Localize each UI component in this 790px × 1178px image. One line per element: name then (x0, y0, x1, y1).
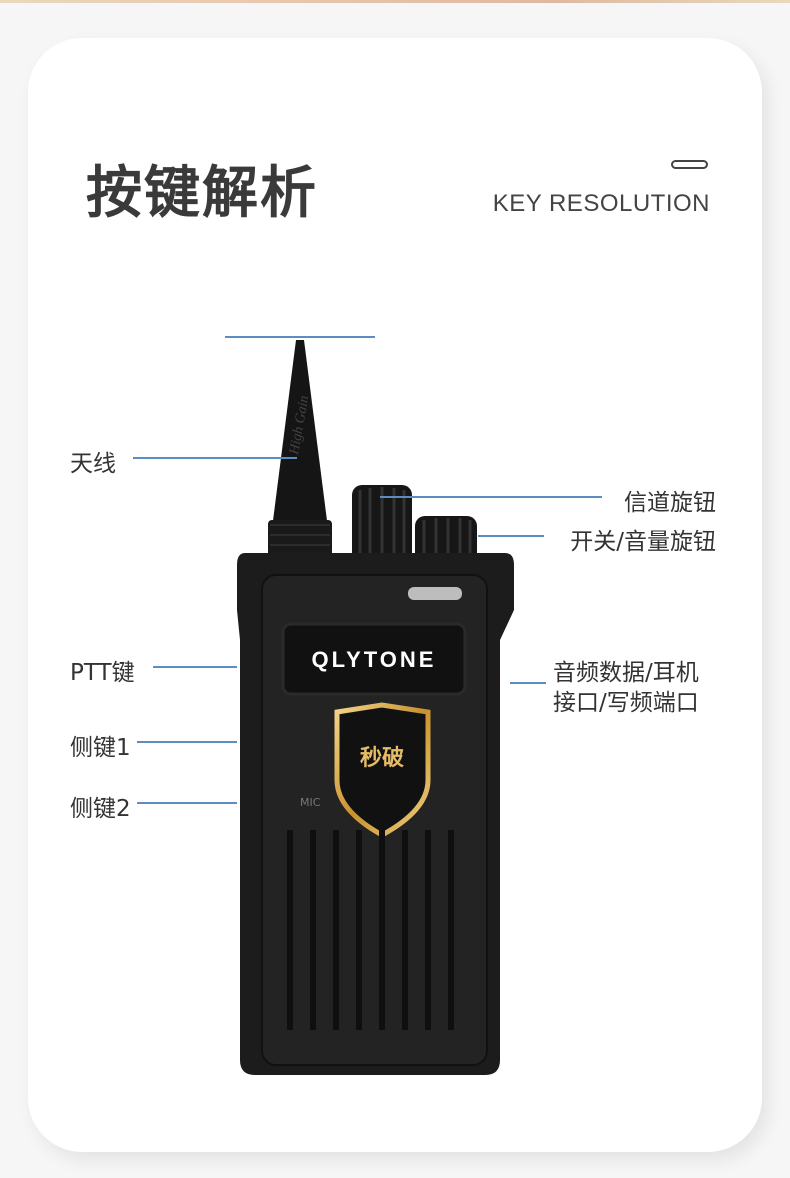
page-subtitle: KEY RESOLUTION (492, 190, 710, 217)
label-audio-port-1: 音频数据/耳机 (553, 660, 699, 686)
leader-line-channel (380, 496, 602, 498)
channel-knob (352, 485, 412, 565)
badge-text: 秒破 (360, 745, 404, 771)
label-channel-knob: 信道旋钮 (624, 490, 716, 516)
label-antenna: 天线 (70, 451, 116, 477)
leader-line-audio (510, 682, 546, 684)
top-divider-line (225, 336, 375, 338)
leader-line-volume (478, 535, 544, 537)
decorative-pill (671, 160, 708, 169)
led-indicator (408, 587, 462, 600)
brand-logo: QLYTONE (312, 647, 437, 672)
top-accent-bar (0, 0, 790, 3)
page-title: 按键解析 (86, 161, 318, 226)
label-side-key-1: 侧键1 (70, 735, 131, 761)
grille (287, 830, 454, 1030)
label-power-volume-knob: 开关/音量旋钮 (570, 529, 716, 555)
mic-label: MIC (300, 796, 321, 809)
leader-line-ptt (153, 666, 237, 668)
leader-line-antenna (133, 457, 297, 459)
label-audio-port-2: 接口/写频端口 (553, 690, 699, 716)
leader-line-side1 (137, 741, 237, 743)
label-ptt: PTT键 (70, 660, 135, 686)
leader-line-side2 (137, 802, 237, 804)
label-side-key-2: 侧键2 (70, 796, 131, 822)
